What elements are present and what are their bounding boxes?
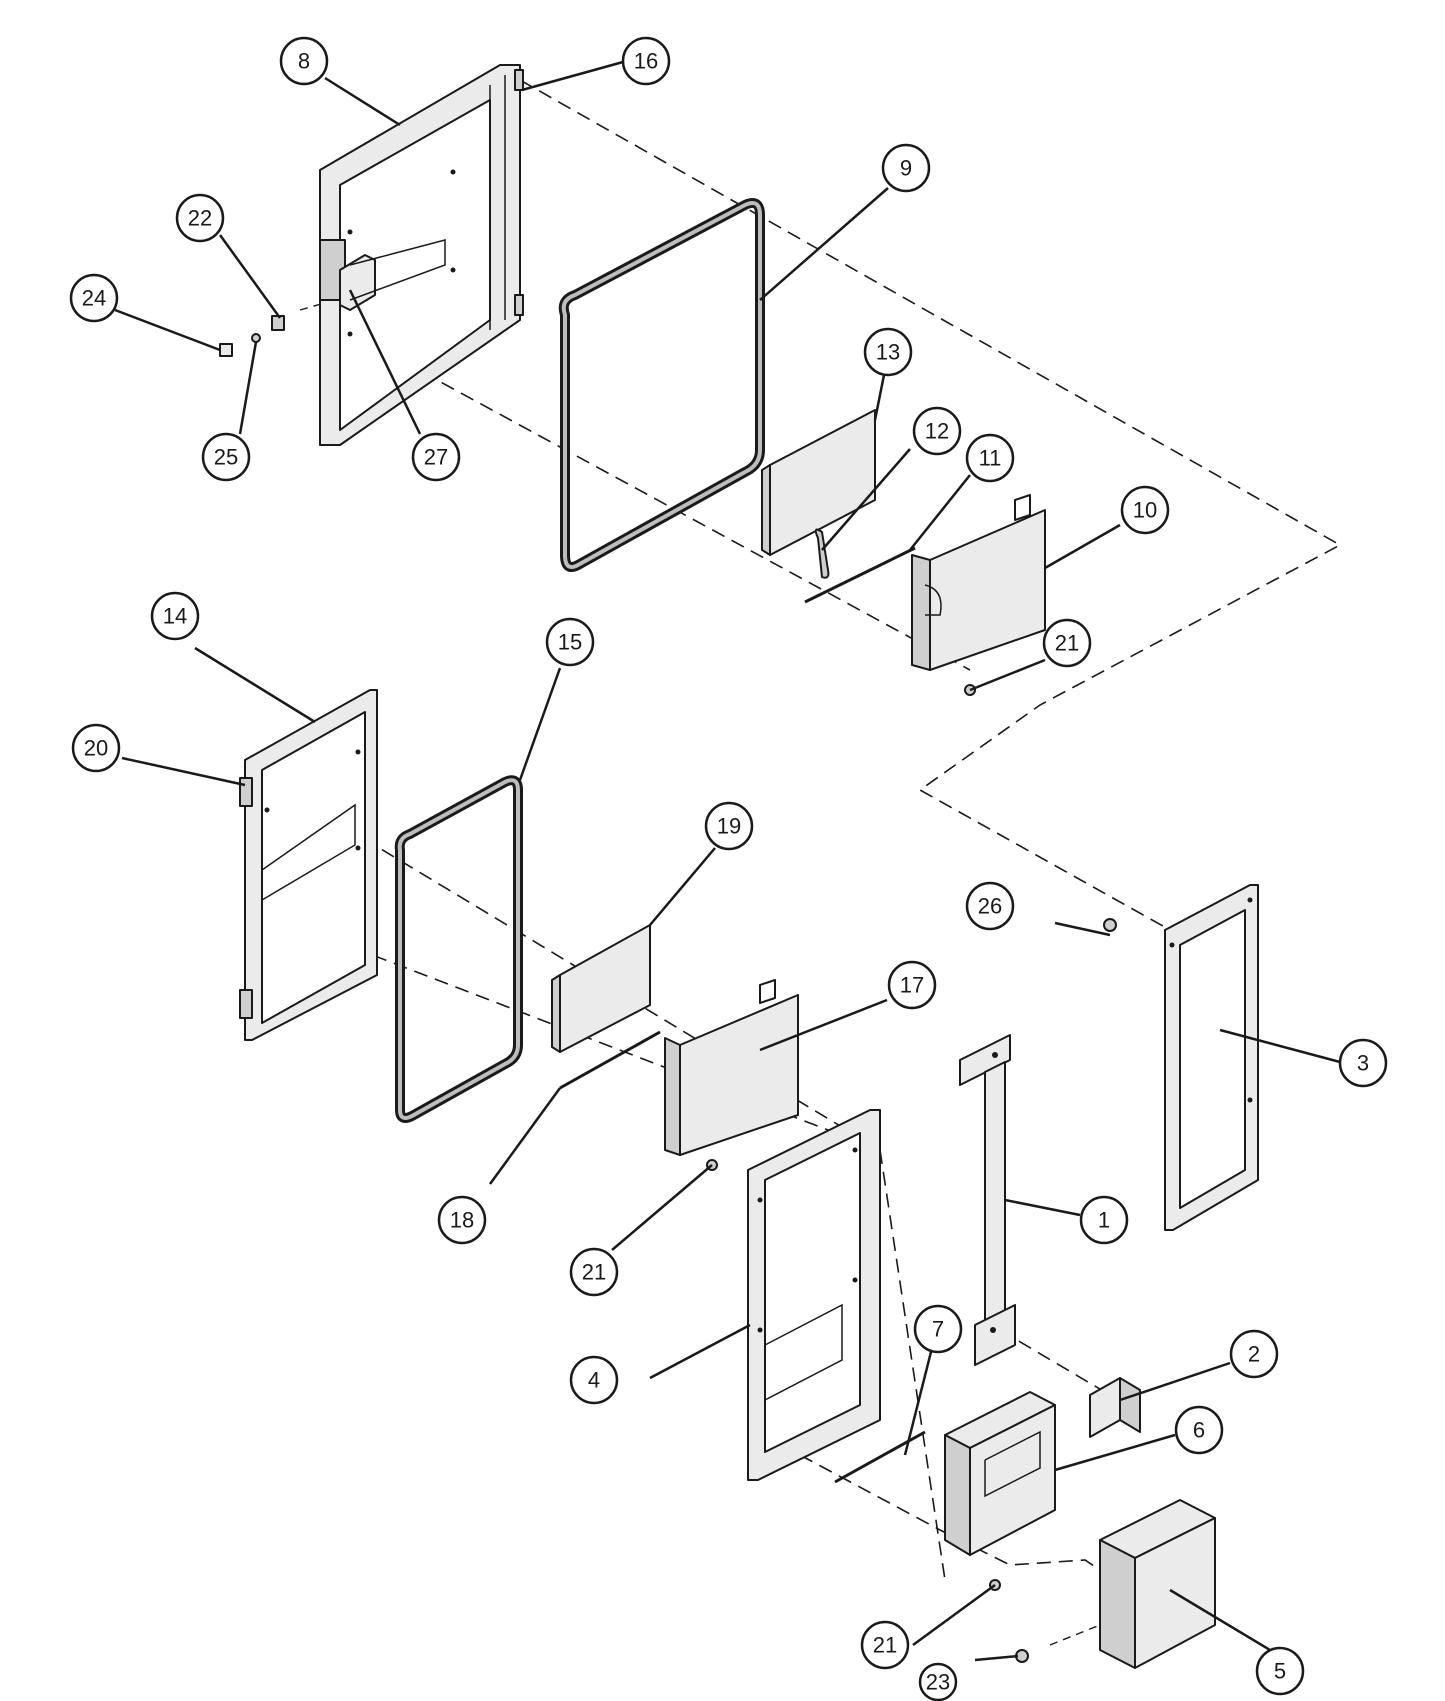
callout-label: 4: [588, 1368, 600, 1393]
callout-21-middle: 21: [569, 1247, 619, 1297]
part-11-rod: [804, 546, 916, 604]
callout-9: 9: [881, 143, 931, 193]
part-18-rod: [559, 1030, 661, 1090]
part-19-panel: [551, 924, 651, 1053]
part-13-panel: [761, 409, 876, 556]
callout-bubbles: 8 16 9 22 24 25 27 13 12 11 10 21 14 20 …: [69, 36, 1388, 1701]
part-3-frame: [1103, 884, 1259, 1231]
callout-2: 2: [1229, 1329, 1279, 1379]
callout-8: 8: [279, 36, 329, 86]
callout-23: 23: [918, 1662, 958, 1701]
latch-hardware: [219, 315, 285, 357]
part-7-rod: [834, 1430, 926, 1484]
callout-22: 22: [175, 193, 225, 243]
callout-14: 14: [150, 591, 200, 641]
callout-7: 7: [913, 1304, 963, 1354]
callout-16: 16: [621, 36, 671, 86]
callout-label: 23: [926, 1670, 950, 1695]
callout-6: 6: [1174, 1405, 1224, 1455]
callout-label: 26: [978, 894, 1002, 919]
callout-label: 6: [1193, 1418, 1205, 1443]
callout-label: 25: [214, 445, 238, 470]
part-5-box: [1015, 1499, 1216, 1669]
callout-label: 15: [558, 630, 582, 655]
callout-15: 15: [545, 617, 595, 667]
callout-label: 17: [900, 973, 924, 998]
callout-5: 5: [1255, 1646, 1305, 1696]
callout-label: 21: [1055, 631, 1079, 656]
part-8-door-frame: [319, 64, 524, 446]
part-12-handle: [814, 528, 830, 579]
callout-label: 3: [1357, 1051, 1369, 1076]
callout-label: 22: [188, 206, 212, 231]
callout-21-bottom: 21: [860, 1620, 910, 1670]
callout-1: 1: [1079, 1195, 1129, 1245]
part-15-gasket: [394, 775, 523, 1123]
part-14-door-frame: [239, 689, 378, 1041]
callout-17: 17: [887, 960, 937, 1010]
callout-label: 5: [1274, 1659, 1286, 1684]
callout-25: 25: [201, 432, 251, 482]
part-9-gasket: [558, 198, 765, 572]
callout-label: 10: [1133, 498, 1157, 523]
callout-27: 27: [411, 432, 461, 482]
callout-label: 14: [163, 604, 187, 629]
callout-label: 19: [717, 814, 741, 839]
callout-label: 13: [876, 340, 900, 365]
callout-label: 16: [634, 49, 658, 74]
callout-label: 7: [932, 1317, 944, 1342]
callout-label: 20: [84, 736, 108, 761]
part-10-bracket-box: [911, 494, 1046, 696]
callout-13: 13: [863, 327, 913, 377]
callout-label: 24: [82, 286, 106, 311]
callout-label: 11: [979, 446, 1002, 471]
callout-18: 18: [437, 1195, 487, 1245]
callout-19: 19: [704, 801, 754, 851]
callout-10: 10: [1120, 485, 1170, 535]
callout-label: 18: [450, 1208, 474, 1233]
callout-4: 4: [569, 1355, 619, 1405]
callout-label: 9: [900, 156, 912, 181]
callout-24: 24: [69, 273, 119, 323]
callout-label: 12: [925, 419, 949, 444]
part-4-frame: [747, 1109, 881, 1481]
callout-21-top: 21: [1042, 618, 1092, 668]
callout-label: 1: [1098, 1208, 1110, 1233]
part-17-bracket-box: [664, 979, 799, 1171]
part-2-bracket: [1089, 1377, 1141, 1438]
callout-3: 3: [1338, 1038, 1388, 1088]
callout-26: 26: [965, 881, 1015, 931]
part-6-box: [944, 1391, 1056, 1591]
callout-label: 21: [582, 1260, 606, 1285]
callout-label: 27: [424, 445, 448, 470]
callout-20: 20: [71, 723, 121, 773]
callout-label: 21: [873, 1633, 897, 1658]
callout-label: 8: [298, 49, 310, 74]
callout-12: 12: [912, 406, 962, 456]
callout-11: 11: [965, 433, 1015, 483]
leader-lines: [114, 60, 1341, 1662]
part-1-rail: [959, 1034, 1016, 1366]
callout-label: 2: [1248, 1342, 1260, 1367]
